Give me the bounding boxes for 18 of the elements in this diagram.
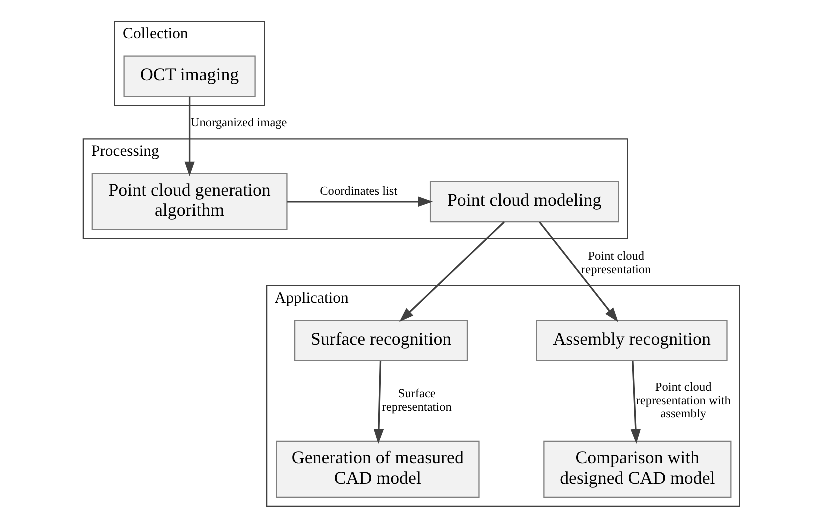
node-box: Assembly recognition bbox=[536, 320, 728, 362]
node-box: Comparison with designed CAD model bbox=[544, 440, 732, 498]
node-box: OCT imaging bbox=[124, 56, 256, 98]
arrow bbox=[374, 361, 384, 444]
edge-label: Coordinates list bbox=[320, 184, 398, 198]
edge-label: Point cloud representation bbox=[582, 248, 652, 276]
arrow bbox=[184, 96, 195, 176]
node-box: Generation of measured CAD model bbox=[276, 440, 480, 498]
arrow bbox=[630, 361, 642, 444]
node-box: Point cloud modeling bbox=[430, 181, 620, 223]
edge-label: Point cloud representation with assembly bbox=[636, 380, 731, 421]
arrow bbox=[288, 196, 434, 207]
node-box: Point cloud generation algorithm bbox=[92, 173, 288, 230]
edge-label: Unorganized image bbox=[190, 116, 288, 130]
node-box: Surface recognition bbox=[294, 320, 468, 362]
arrow bbox=[400, 222, 505, 322]
arrow bbox=[539, 222, 619, 322]
edge-label: Surface representation bbox=[382, 386, 452, 414]
